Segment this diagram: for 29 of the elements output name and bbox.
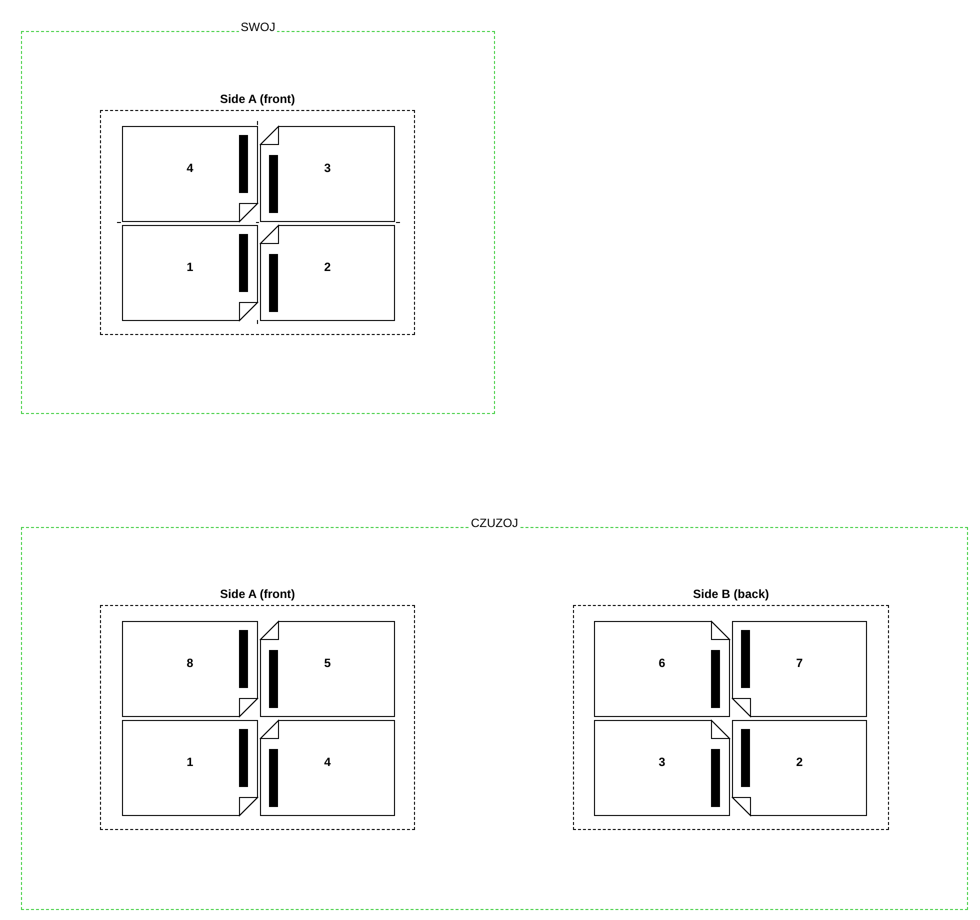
page-sheet xyxy=(122,225,258,321)
page-number: 4 xyxy=(324,754,331,770)
group-label: CZUZOJ xyxy=(468,516,520,530)
side-label: Side B (back) xyxy=(692,587,770,601)
page-sheet xyxy=(594,720,730,816)
page-sheet xyxy=(732,720,867,816)
page-sheet xyxy=(260,621,395,717)
page-sheet xyxy=(594,621,730,717)
page-sheet xyxy=(122,720,258,816)
side-label: Side A (front) xyxy=(220,92,296,106)
page-sheet xyxy=(122,126,258,222)
page-sheet xyxy=(260,720,395,816)
page-number: 4 xyxy=(186,160,194,176)
page-sheet xyxy=(732,621,867,717)
side-label: Side A (front) xyxy=(220,587,296,601)
page-number: 1 xyxy=(186,754,194,770)
page-number: 6 xyxy=(658,655,666,671)
page-number: 7 xyxy=(796,655,803,671)
page-number: 3 xyxy=(324,160,331,176)
page-sheet xyxy=(260,126,395,222)
page-number: 1 xyxy=(186,259,194,275)
page-number: 2 xyxy=(796,754,803,770)
page-number: 2 xyxy=(324,259,331,275)
page-number: 5 xyxy=(324,655,331,671)
page-number: 8 xyxy=(186,655,194,671)
page-sheet xyxy=(260,225,395,321)
page-sheet xyxy=(122,621,258,717)
page-number: 3 xyxy=(658,754,666,770)
group-label: SWOJ xyxy=(238,20,278,34)
